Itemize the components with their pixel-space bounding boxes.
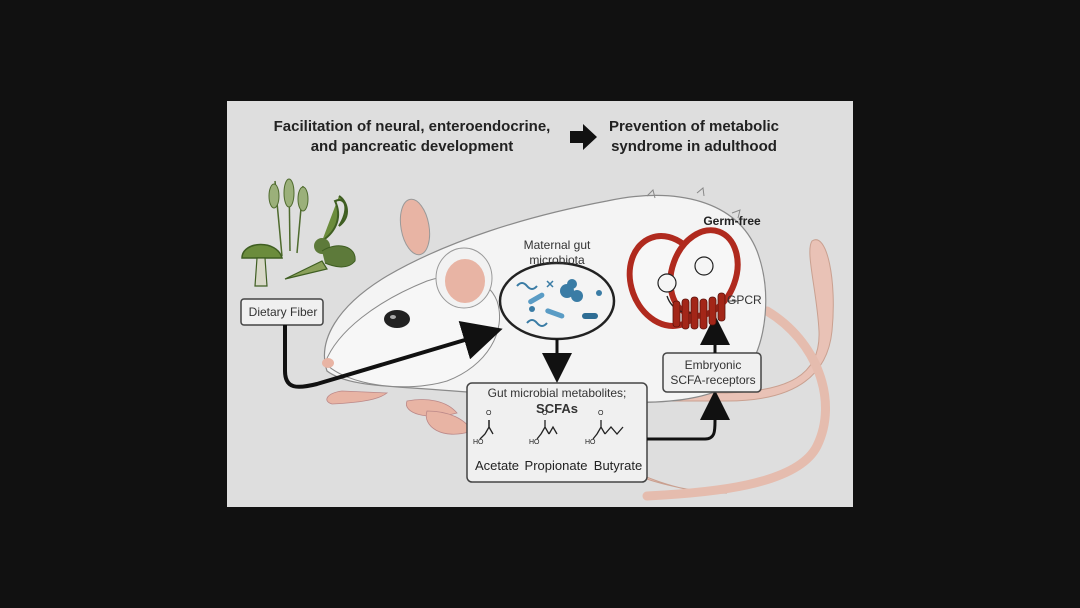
rat-eye bbox=[384, 310, 410, 328]
dietary-fiber-label: Dietary Fiber bbox=[248, 305, 318, 319]
rat-paw-2 bbox=[425, 410, 473, 435]
scfa-structures bbox=[479, 420, 624, 440]
right-arrow-icon bbox=[570, 124, 597, 150]
microbiota-label-line2: microbiota bbox=[529, 253, 585, 267]
germ-free-label: Germ-free bbox=[703, 214, 761, 228]
metabolites-label-line1: Gut microbial metabolites; bbox=[487, 386, 627, 400]
rat-tail-curve bbox=[642, 306, 830, 501]
header-right-line1: Prevention of metabolic bbox=[608, 118, 780, 135]
receptors-label-line2: SCFA-receptors bbox=[670, 373, 756, 387]
gpcr-label: GPCR bbox=[727, 293, 762, 307]
diagram-graphics bbox=[240, 124, 834, 501]
wheat-icon bbox=[268, 178, 309, 257]
propionate-ho: HO bbox=[529, 439, 540, 446]
receptors-label: Embryonic SCFA-receptors bbox=[663, 358, 763, 388]
receptors-label-line1: Embryonic bbox=[684, 358, 742, 372]
rat-ear-back bbox=[399, 198, 431, 256]
acetate-label: Acetate bbox=[474, 458, 520, 473]
carrot-icon bbox=[284, 245, 356, 280]
header-left-line2: and pancreatic development bbox=[310, 138, 514, 155]
rat-front-paw bbox=[326, 390, 389, 405]
beet-icon bbox=[314, 195, 348, 254]
bacteria-icon bbox=[516, 279, 602, 327]
microbiota-label-line1: Maternal gut bbox=[523, 238, 591, 252]
microbiota-oval bbox=[498, 261, 616, 341]
rat-ear-inner bbox=[445, 259, 485, 303]
metabolites-to-receptors-arrow bbox=[647, 390, 730, 441]
fiber-to-microbiota-arrow bbox=[283, 320, 503, 389]
header-right-line2: syndrome in adulthood bbox=[611, 138, 777, 155]
propionate-label: Propionate bbox=[524, 458, 588, 473]
metabolites-box bbox=[466, 382, 648, 483]
rat-paw bbox=[406, 399, 458, 417]
butyrate-o: O bbox=[598, 410, 604, 417]
header-left: Facilitation of neural, enteroendocrine,… bbox=[267, 117, 557, 157]
rat-nose bbox=[322, 358, 334, 368]
diagram-panel: Facilitation of neural, enteroendocrine,… bbox=[227, 101, 853, 507]
butyrate-label: Butyrate bbox=[593, 458, 643, 473]
header-right: Prevention of metabolic syndrome in adul… bbox=[599, 117, 789, 157]
acetate-o: O bbox=[486, 410, 492, 417]
metabolites-label-line2: SCFAs bbox=[536, 401, 578, 416]
microbiota-label: Maternal gut microbiota bbox=[507, 238, 607, 268]
butyrate-ho: HO bbox=[585, 439, 596, 446]
mushroom-icon bbox=[241, 243, 283, 287]
metabolites-label: Gut microbial metabolites; SCFAs bbox=[467, 386, 647, 416]
header-left-line1: Facilitation of neural, enteroendocrine, bbox=[273, 118, 551, 135]
receptors-box bbox=[662, 352, 762, 393]
uterus-embryo-icon bbox=[626, 227, 741, 330]
propionate-o: O bbox=[542, 410, 548, 417]
dietary-fiber-box bbox=[240, 298, 324, 326]
acetate-ho: HO bbox=[473, 439, 484, 446]
